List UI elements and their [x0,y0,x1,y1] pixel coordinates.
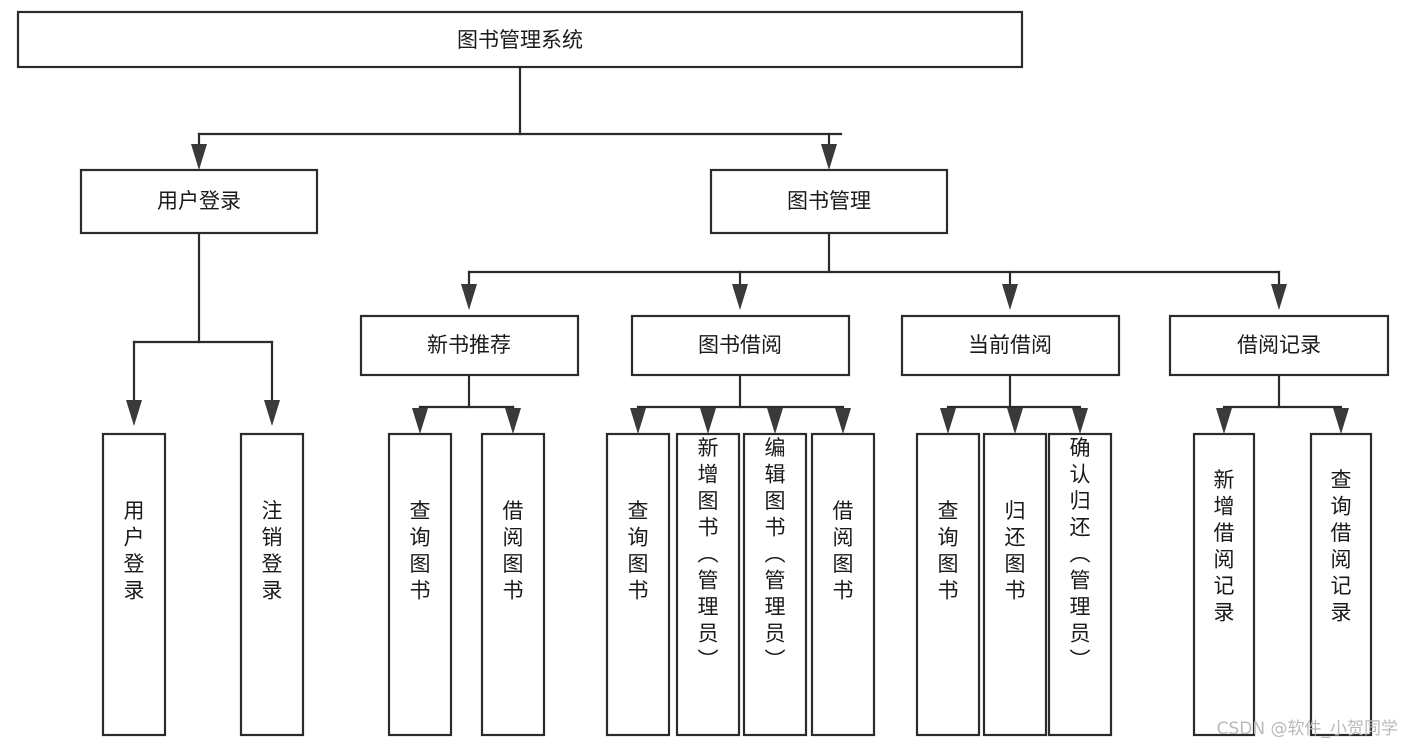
arrow-head-icon [126,400,142,426]
node-book-manage-box[interactable] [709,168,949,235]
leaf-query-book-1-label: 查询图书 [410,499,431,603]
arrow-head-icon [821,144,837,170]
node-new-book-recommend-box[interactable] [359,314,580,377]
leaf-confirm-return-label: 确认归还︵管理员︶ [1070,436,1091,672]
leaf-query-book-3-box[interactable] [915,432,981,737]
node-current-borrow-label: 当前借阅 [968,333,1052,357]
leaf-query-book-3-label: 查询图书 [938,499,959,603]
node-current-borrow[interactable]: 当前借阅 [900,314,1121,377]
leaf-borrow-book-1-label: 借阅图书 [503,499,524,603]
arrow-head-icon [461,284,477,310]
leaf-borrow-book-2-label: 借阅图书 [833,499,854,603]
arrow-head-icon [191,144,207,170]
arrow-head-icon [1002,284,1018,310]
arrow-head-icon [1216,408,1232,434]
leaf-borrow-book-1-box[interactable] [480,432,546,737]
leaf-add-record-box[interactable] [1192,432,1256,737]
leaf-edit-book-label: 编辑图书︵管理员︶ [765,436,786,672]
leaf-query-book-2-box[interactable] [605,432,671,737]
leaf-add-record-label: 新增借阅记录 [1214,468,1235,625]
leaf-user-login-box[interactable] [101,432,167,737]
arrow-head-icon [505,408,521,434]
node-book-manage[interactable]: 图书管理 [709,168,949,235]
node-book-borrow-box[interactable] [630,314,851,377]
node-borrow-record-label: 借阅记录 [1237,333,1321,357]
leaf-borrow-book-1[interactable]: 借阅图书 [480,432,546,737]
node-book-manage-label: 图书管理 [787,189,871,213]
arrow-head-icon [700,408,716,434]
leaf-add-record[interactable]: 新增借阅记录 [1192,432,1256,737]
node-borrow-record-box[interactable] [1168,314,1390,377]
leaf-edit-book-box[interactable] [742,432,808,737]
arrow-head-icon [835,408,851,434]
leaf-return-book-label: 归还图书 [1005,499,1026,603]
watermark-label: CSDN @软件_小贺同学 [1217,719,1398,739]
leaf-confirm-return-box[interactable] [1047,432,1113,737]
arrow-head-icon [732,284,748,310]
leaf-query-book-2[interactable]: 查询图书 [605,432,671,737]
leaf-user-login-label: 用户登录 [124,499,145,603]
leaf-add-book-box[interactable] [675,432,741,737]
arrow-head-icon [1072,408,1088,434]
leaf-return-book[interactable]: 归还图书 [982,432,1048,737]
leaf-logout[interactable]: 注销登录 [239,432,305,737]
node-root-label: 图书管理系统 [457,28,583,52]
arrow-head-icon [412,408,428,434]
node-borrow-record[interactable]: 借阅记录 [1168,314,1390,377]
node-user-login-box[interactable] [79,168,319,235]
leaf-borrow-book-2[interactable]: 借阅图书 [810,432,876,737]
arrow-head-icon [767,408,783,434]
leaf-query-book-1[interactable]: 查询图书 [387,432,453,737]
leaf-logout-label: 注销登录 [262,499,283,603]
leaf-borrow-book-2-box[interactable] [810,432,876,737]
leaf-add-book-label: 新增图书︵管理员︶ [698,436,719,672]
arrow-head-icon [264,400,280,426]
leaf-query-record-label: 查询借阅记录 [1331,468,1352,625]
leaf-query-book-2-label: 查询图书 [628,499,649,603]
node-current-borrow-box[interactable] [900,314,1121,377]
node-root-box[interactable] [16,10,1024,69]
node-root[interactable]: 图书管理系统 [16,10,1024,69]
leaf-edit-book[interactable]: 编辑图书︵管理员︶ [742,432,808,737]
arrow-head-icon [1007,408,1023,434]
node-book-borrow[interactable]: 图书借阅 [630,314,851,377]
leaf-query-book-3[interactable]: 查询图书 [915,432,981,737]
connector-layer [126,65,1349,434]
leaf-confirm-return[interactable]: 确认归还︵管理员︶ [1047,432,1113,737]
arrow-head-icon [1271,284,1287,310]
arrow-head-icon [630,408,646,434]
leaf-layer: 用户登录 注销登录 查询图书 借阅图书 查询图书 新增图书︵管理员︶ [101,432,1373,737]
node-user-login[interactable]: 用户登录 [79,168,319,235]
leaf-logout-box[interactable] [239,432,305,737]
node-new-book-recommend[interactable]: 新书推荐 [359,314,580,377]
leaf-query-record[interactable]: 查询借阅记录 [1309,432,1373,737]
node-user-login-label: 用户登录 [157,189,241,213]
arrow-head-icon [940,408,956,434]
leaf-add-book[interactable]: 新增图书︵管理员︶ [675,432,741,737]
node-new-book-recommend-label: 新书推荐 [427,333,511,357]
leaf-user-login[interactable]: 用户登录 [101,432,167,737]
leaf-query-book-1-box[interactable] [387,432,453,737]
node-book-borrow-label: 图书借阅 [698,333,782,357]
leaf-query-record-box[interactable] [1309,432,1373,737]
arrow-head-icon [1333,408,1349,434]
leaf-return-book-box[interactable] [982,432,1048,737]
